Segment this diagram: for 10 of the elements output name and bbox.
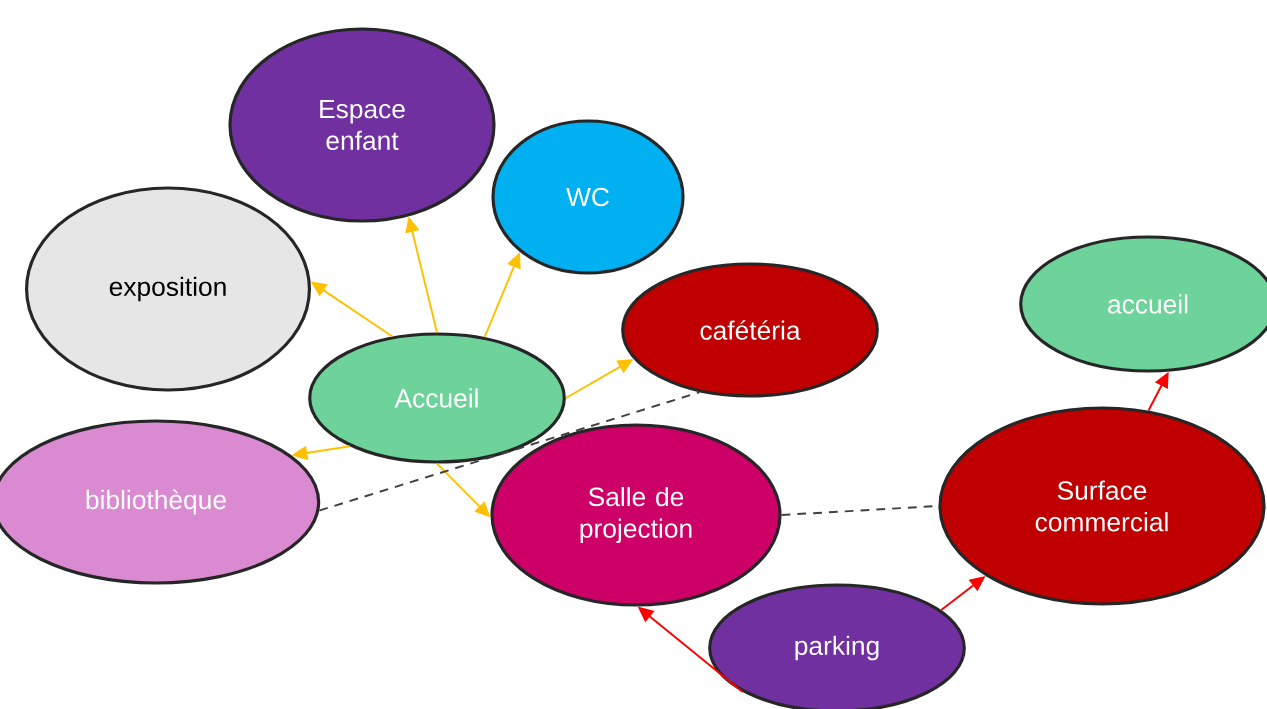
ellipse-node: exposition [25,186,311,392]
ellipse-node: cafétéria [621,262,879,398]
ellipse-node: Espace enfant [228,27,496,223]
ellipse-node: parking [708,583,966,709]
ellipse-node: Salle de projection [490,423,782,607]
ellipse-node: Accueil [308,332,566,464]
dashed-line [318,391,701,512]
ellipse-node: accueil [1019,235,1267,373]
ellipse-node: Surface commercial [938,406,1266,606]
ellipse-node: WC [491,119,685,275]
